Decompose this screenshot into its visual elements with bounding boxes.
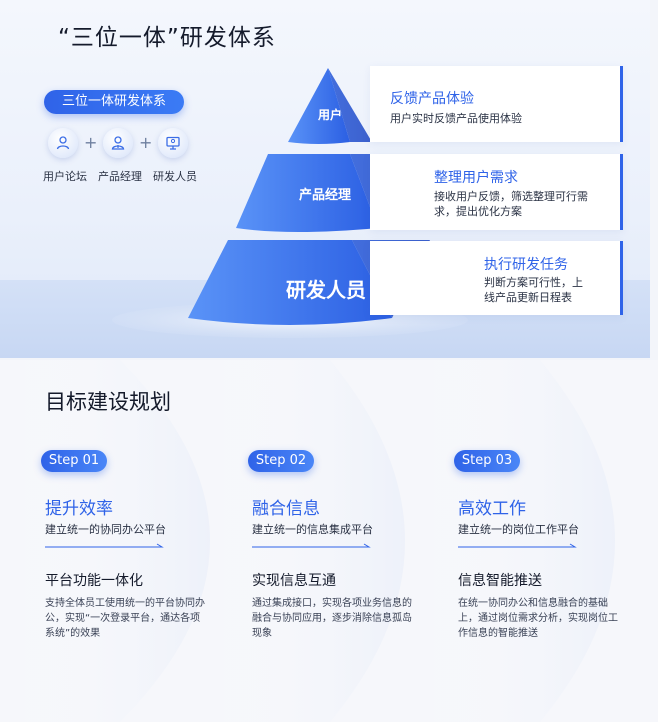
card-desc: 用户实时反馈产品使用体验 bbox=[390, 112, 522, 125]
step-badge: Step 01 bbox=[41, 450, 107, 472]
pyramid-tier-bottom bbox=[188, 240, 392, 325]
pyramid-tier-top-side bbox=[328, 68, 372, 142]
card-title: 反馈产品体验 bbox=[390, 91, 474, 107]
step-heading: 平台功能一体化 bbox=[45, 573, 143, 589]
card-feedback: 反馈产品体验 用户实时反馈产品使用体验 bbox=[370, 66, 623, 142]
section-title-system: “三位一体”研发体系 bbox=[58, 25, 276, 51]
step-description: 支持全体员工使用统一的平台协同办公，实现“一次登录平台，通达各项系统”的效果 bbox=[45, 598, 205, 639]
manager-icon bbox=[103, 128, 133, 158]
card-requirements: 整理用户需求 接收用户反馈，筛选整理可行需求，提出优化方案 bbox=[370, 154, 623, 230]
pyramid-tier-top bbox=[288, 68, 350, 144]
pyramid-label-top: 用户 bbox=[317, 108, 342, 122]
step-description: 通过集成接口，实现各项业务信息的融合与协同应用，逐步消除信息孤岛现象 bbox=[252, 598, 412, 639]
arrow-icon bbox=[252, 543, 371, 548]
step-column-2: Step 02 融合信息 建立统一的信息集成平台 实现信息互通 通过集成接口，实… bbox=[248, 360, 452, 722]
system-badge: 三位一体研发体系 bbox=[44, 90, 184, 114]
step-title: 融合信息 bbox=[252, 499, 320, 519]
step-column-3: Step 03 高效工作 建立统一的岗位工作平台 信息智能推送 在统一协同办公和… bbox=[454, 360, 658, 722]
card-desc: 判断方案可行性，上线产品更新日程表 bbox=[484, 276, 583, 304]
plus-sign: + bbox=[139, 133, 153, 152]
developer-icon bbox=[158, 128, 188, 158]
step-heading: 信息智能推送 bbox=[458, 573, 542, 589]
step-subtitle: 建立统一的协同办公平台 bbox=[45, 523, 166, 536]
step-title: 提升效率 bbox=[45, 499, 113, 519]
role-label: 研发人员 bbox=[153, 170, 197, 183]
pyramid-tier-middle bbox=[236, 154, 378, 232]
step-badge: Step 03 bbox=[454, 450, 520, 472]
arrow-icon bbox=[45, 543, 164, 548]
arrow-icon bbox=[458, 543, 577, 548]
step-title: 高效工作 bbox=[458, 499, 526, 519]
step-subtitle: 建立统一的信息集成平台 bbox=[252, 523, 373, 536]
step-column-1: Step 01 提升效率 建立统一的协同办公平台 平台功能一体化 支持全体员工使… bbox=[41, 360, 245, 722]
card-title: 整理用户需求 bbox=[434, 170, 518, 186]
user-icon bbox=[48, 128, 78, 158]
section-title-plan: 目标建设规划 bbox=[45, 390, 171, 414]
role-label: 用户论坛 bbox=[43, 170, 87, 183]
card-desc: 接收用户反馈，筛选整理可行需求，提出优化方案 bbox=[434, 190, 588, 218]
card-title: 执行研发任务 bbox=[484, 257, 568, 273]
bottom-section: 目标建设规划 Step 01 提升效率 建立统一的协同办公平台 平台功能一体化 … bbox=[0, 360, 658, 722]
pyramid-label-bottom: 研发人员 bbox=[286, 278, 366, 302]
step-heading: 实现信息互通 bbox=[252, 573, 336, 589]
step-badge: Step 02 bbox=[248, 450, 314, 472]
top-section: “三位一体”研发体系 三位一体研发体系 + + 用户论坛 产品经理 研发人员 bbox=[0, 0, 650, 358]
step-subtitle: 建立统一的岗位工作平台 bbox=[458, 523, 579, 536]
step-description: 在统一协同办公和信息融合的基础上，通过岗位需求分析，实现岗位工作信息的智能推送 bbox=[458, 598, 618, 639]
plus-sign: + bbox=[84, 133, 98, 152]
card-development: 执行研发任务 判断方案可行性，上线产品更新日程表 bbox=[370, 241, 623, 315]
pyramid-label-middle: 产品经理 bbox=[298, 188, 351, 203]
role-label: 产品经理 bbox=[98, 170, 142, 183]
